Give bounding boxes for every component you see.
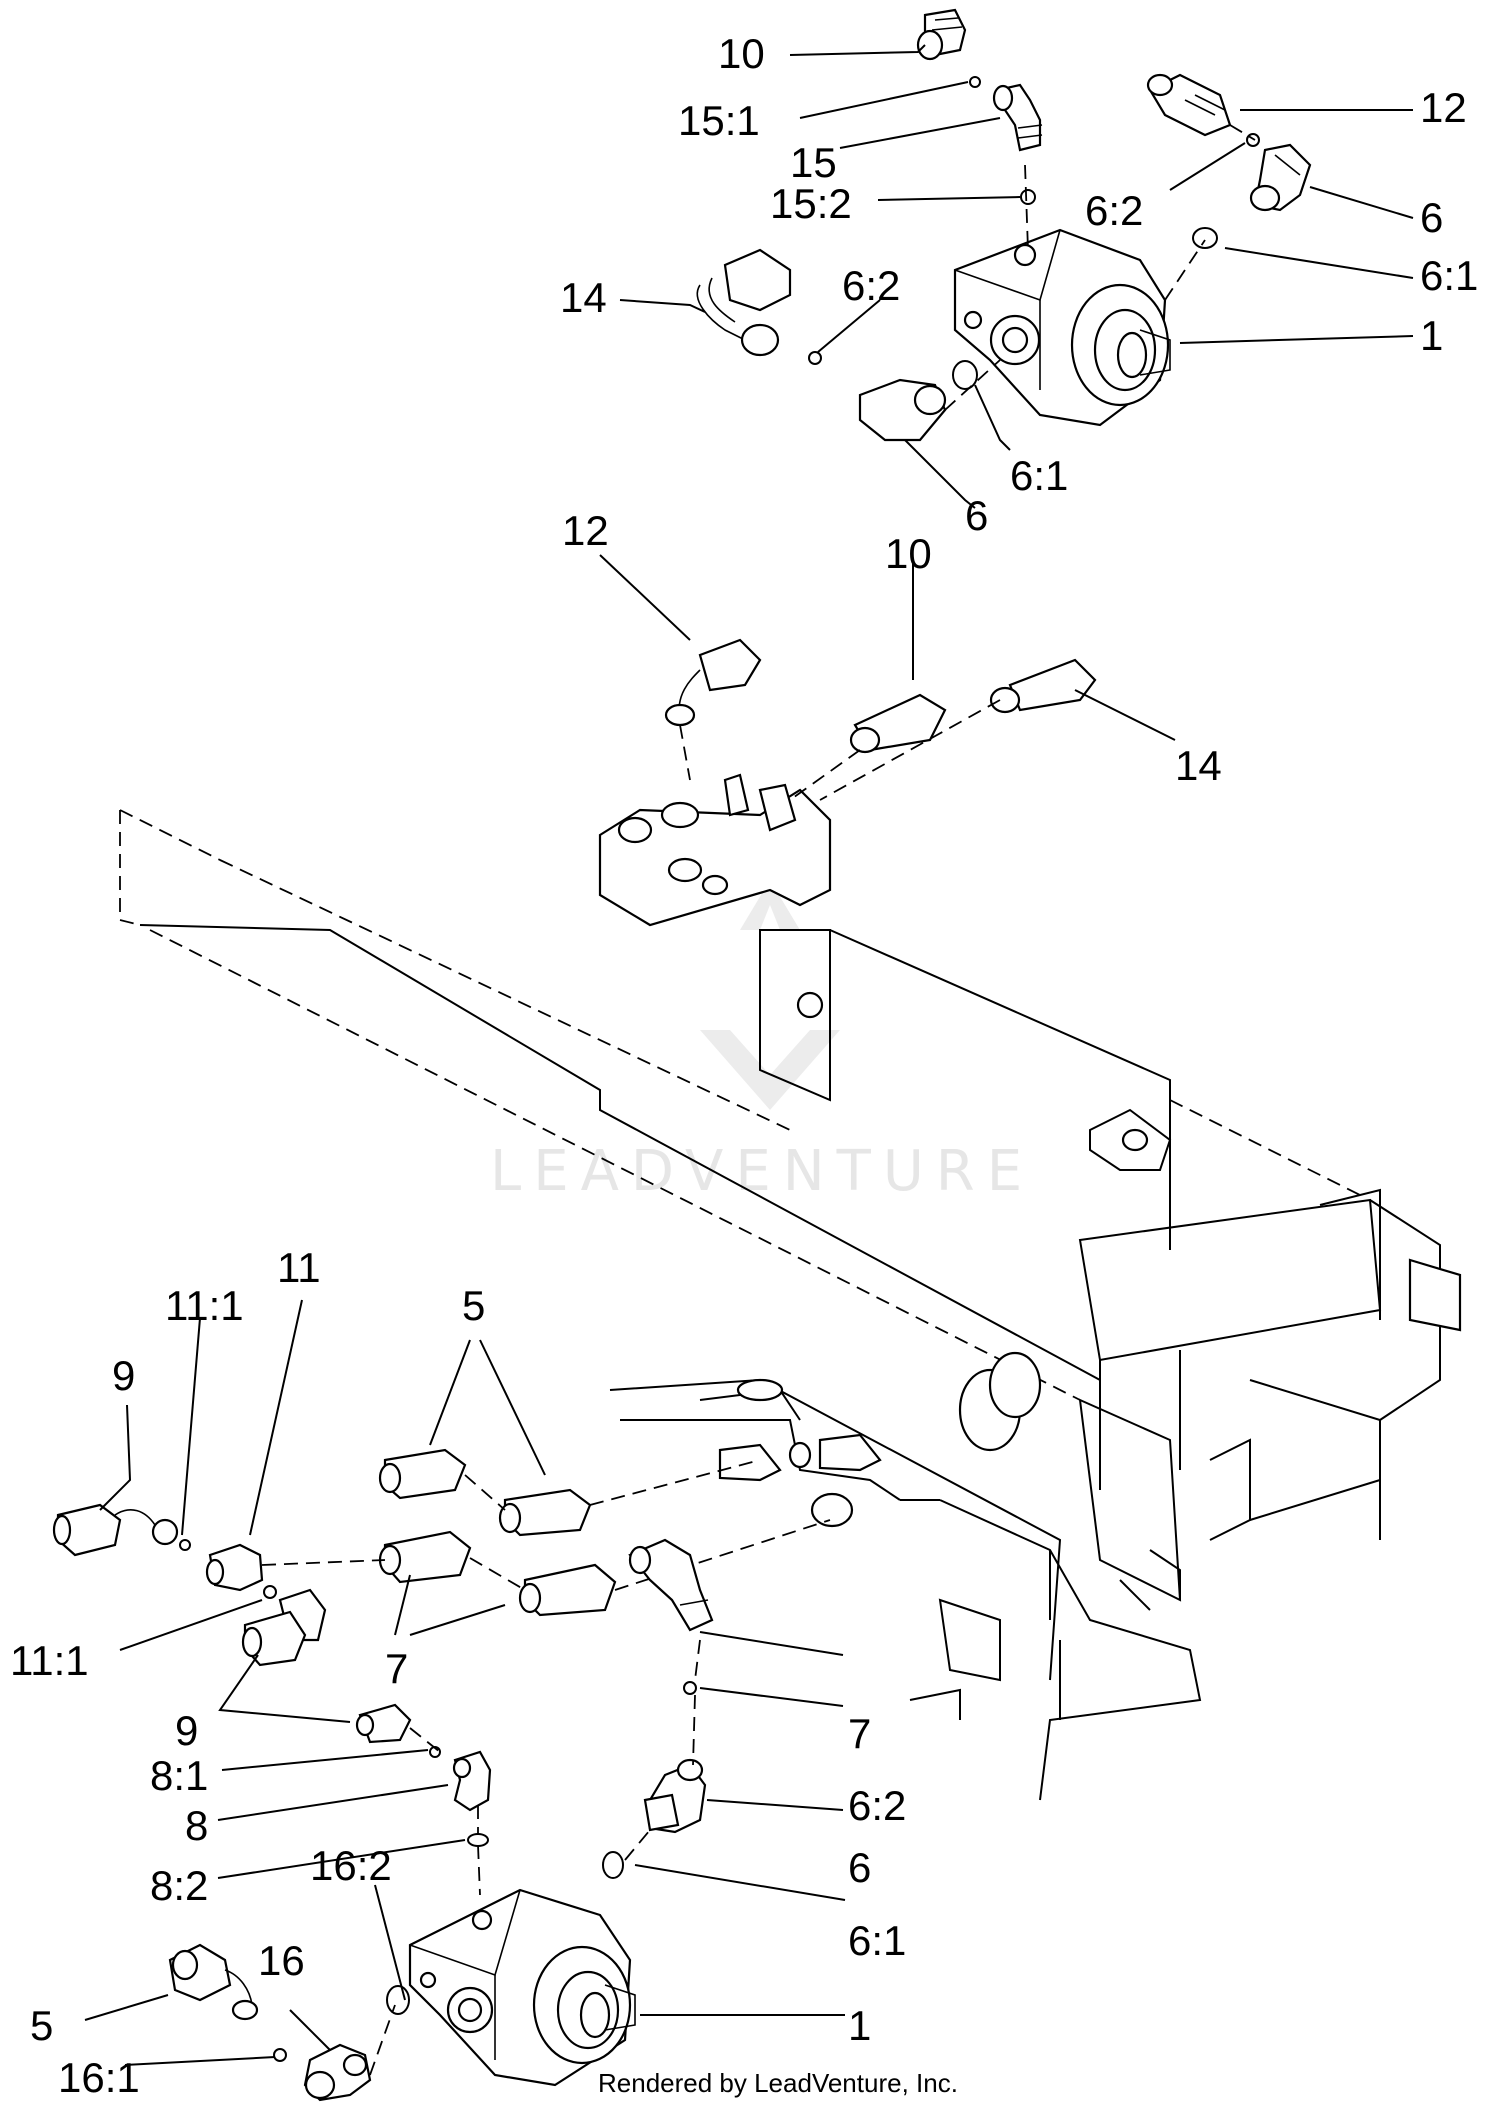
callout-5-bottom: 5 (30, 2002, 53, 2049)
valve-block (598, 638, 1097, 927)
elbow-8 (452, 1750, 492, 1812)
bottom-pump-assembly (168, 1538, 714, 2102)
fitting-9-bottom (355, 1703, 412, 1744)
fitting-5-left (378, 1448, 467, 1500)
callout-6-2-right: 6:2 (1085, 187, 1143, 234)
valve-fitting-12 (664, 638, 762, 727)
callout-6-1-left: 6:1 (1010, 452, 1068, 499)
oring-11-1-lower (263, 1585, 277, 1599)
callout-9-bottom: 9 (175, 1707, 198, 1754)
callout-10-valve: 10 (885, 530, 932, 577)
oring-6-2-left (808, 351, 822, 365)
top-pump-assembly (696, 8, 1312, 442)
watermark-text: LEADVENTURE (490, 1139, 1034, 1204)
callout-11-1-lower: 11:1 (10, 1637, 89, 1684)
callout-6-bottom: 6 (848, 1844, 871, 1891)
hose-9-left (52, 1503, 179, 1557)
callout-15-1: 15:1 (678, 97, 760, 144)
oring-8-2 (467, 1833, 489, 1847)
top-pump-body (953, 228, 1171, 427)
callout-5-top: 5 (462, 1282, 485, 1329)
callout-6-right: 6 (1420, 194, 1443, 241)
callout-11: 11 (277, 1244, 321, 1291)
callout-7-right: 7 (848, 1710, 871, 1757)
callout-8-2: 8:2 (150, 1862, 208, 1909)
oring-16-2 (386, 1985, 410, 2015)
callout-16-2: 16:2 (310, 1842, 392, 1889)
oring-6-1-left (952, 360, 978, 390)
elbow-6-bottom (643, 1758, 707, 1834)
fitting-7-elbow (628, 1538, 714, 1632)
oring-6-1-bottom (602, 1851, 624, 1879)
oring-11-1-upper (179, 1539, 191, 1551)
oring-15-1 (969, 76, 981, 88)
hose-9-elbow (241, 1588, 327, 1667)
hose-5-bottom (168, 1943, 259, 2021)
oring-15-2 (1020, 189, 1036, 205)
callout-15: 15 (790, 139, 837, 186)
callout-6-1-right: 6:1 (1420, 252, 1478, 299)
callout-8-1: 8:1 (150, 1752, 208, 1799)
callout-12-valve: 12 (562, 507, 609, 554)
callout-11-1-upper: 11:1 (165, 1282, 244, 1329)
fitting-7-right (518, 1563, 617, 1617)
callout-14-valve: 14 (1175, 742, 1222, 789)
elbow-11 (205, 1543, 264, 1592)
valve-fitting-10 (849, 693, 947, 754)
elbow-16 (303, 2043, 372, 2102)
callout-15-2: 15:2 (770, 180, 852, 227)
lower-fittings (52, 1448, 831, 1667)
callout-6-2-bottom: 6:2 (848, 1782, 906, 1829)
elbow-6-right (1249, 143, 1312, 212)
callout-6-1-bottom: 6:1 (848, 1917, 906, 1964)
top-fitting-10 (916, 8, 967, 61)
top-fitting-12 (1146, 73, 1232, 137)
callout-6-left: 6 (965, 492, 988, 539)
callout-1-top: 1 (1420, 312, 1443, 359)
elbow-15 (992, 83, 1043, 152)
bottom-pump-body (408, 1888, 636, 2087)
callout-8: 8 (185, 1802, 208, 1849)
watermark: LEADVENTURE (490, 880, 1034, 1204)
footer-credit: Rendered by LeadVenture, Inc. (598, 2068, 958, 2098)
leader-lines (84, 44, 1414, 2066)
callout-7-left: 7 (385, 1645, 408, 1692)
callout-1-bottom: 1 (848, 2002, 871, 2049)
callout-6-2-left: 6:2 (842, 262, 900, 309)
valve-fitting-14 (989, 658, 1097, 714)
top-hose-14 (696, 248, 792, 357)
fitting-7-left (378, 1530, 472, 1584)
elbow-6-left (858, 378, 947, 442)
callout-16-1: 16:1 (58, 2054, 140, 2101)
oring-6-1-right (1192, 227, 1218, 249)
callout-10-top: 10 (718, 30, 765, 77)
callout-9-left: 9 (112, 1352, 135, 1399)
callout-12-top: 12 (1420, 84, 1467, 131)
callout-14-top: 14 (560, 274, 607, 321)
oring-6-2-bottom (683, 1681, 697, 1695)
oring-6-2-right (1246, 133, 1260, 147)
callout-16: 16 (258, 1937, 305, 1984)
frame-rail (119, 809, 1462, 1801)
oring-16-1 (273, 2048, 287, 2062)
fitting-5-right (498, 1488, 592, 1537)
callout-labels: 10 15:1 15 15:2 12 6:2 6 6:1 14 6:2 1 6:… (10, 30, 1478, 2101)
